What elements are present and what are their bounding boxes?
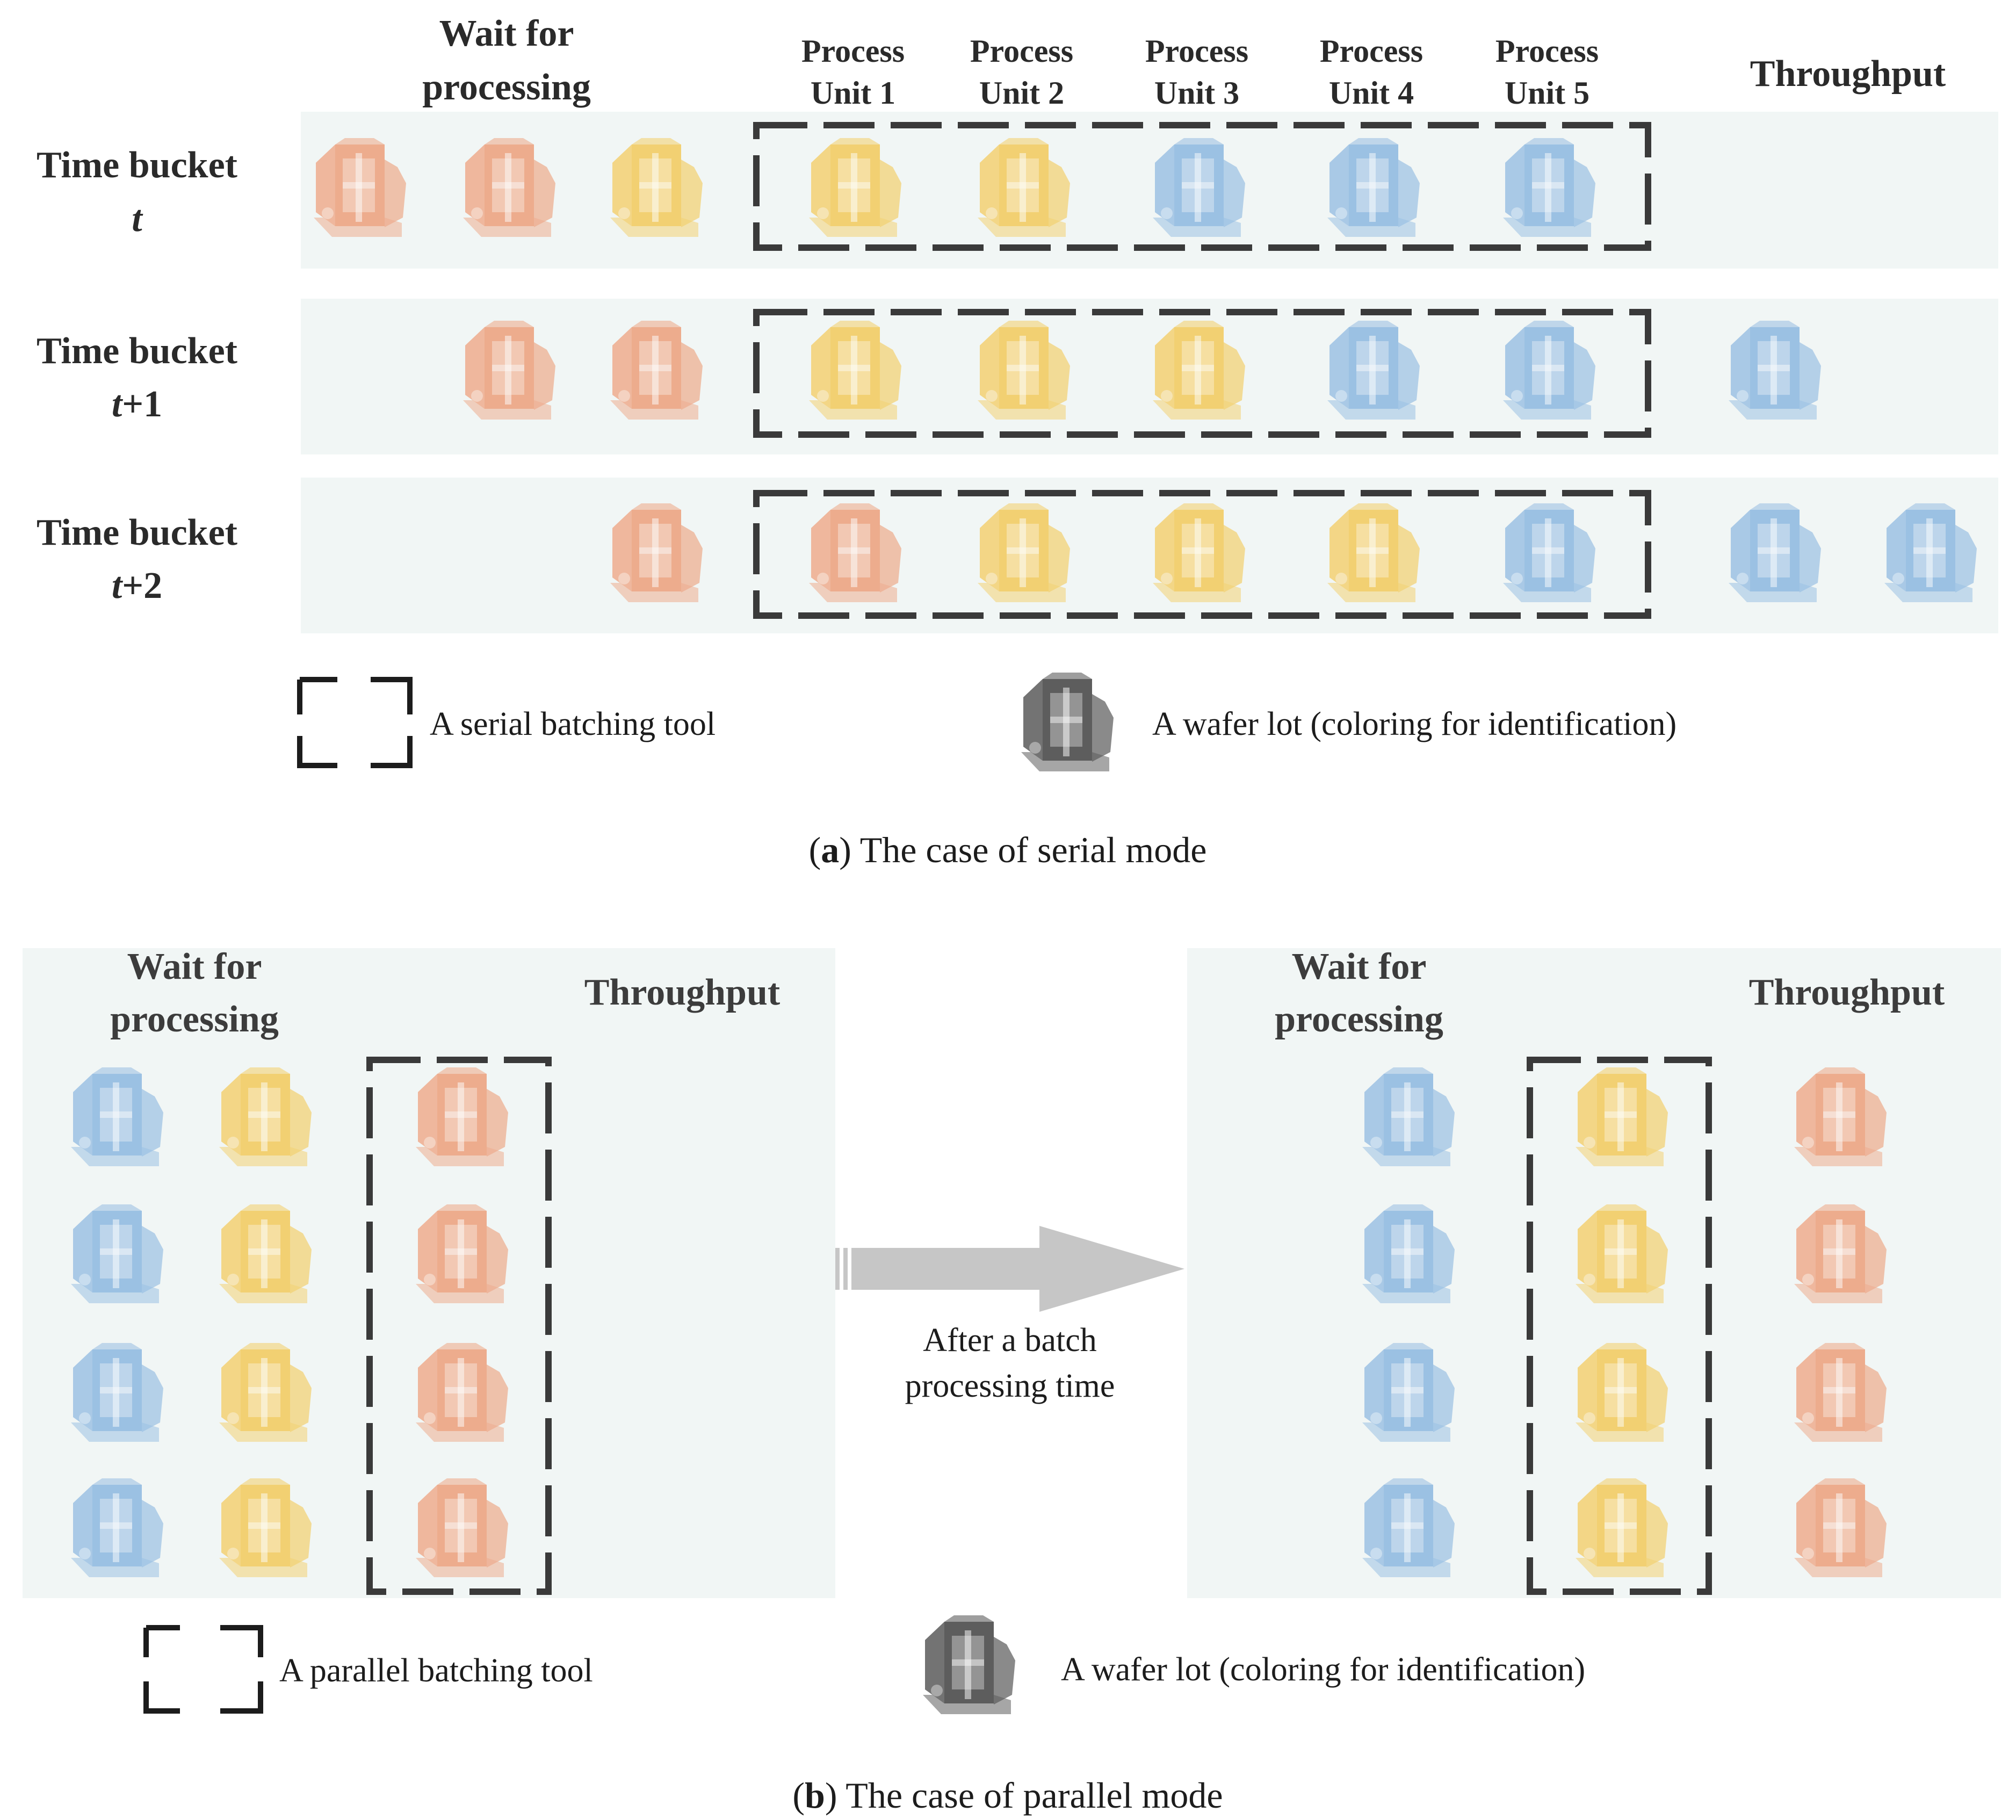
transition-arrow	[835, 1226, 1184, 1312]
parallel-right-wait-header-line2: processing	[1275, 999, 1443, 1040]
parallel-batching-tool-left	[366, 1057, 552, 1595]
parallel-left-wait-header-line1: Wait for	[127, 946, 262, 987]
row-label-t2: Time bucket	[37, 512, 237, 553]
serial-row-panel-t	[301, 112, 1998, 269]
caption-parallel: (b) The case of parallel mode	[792, 1775, 1223, 1816]
process-unit-5-header-line1: Process	[1495, 33, 1599, 69]
legend-parallel-tool-label: A parallel batching tool	[279, 1652, 593, 1689]
row-sub-t1: t+1	[112, 384, 162, 425]
serial-batching-tool-t2	[753, 490, 1651, 619]
caption-serial: (a) The case of serial mode	[809, 829, 1207, 870]
process-unit-4-header-line1: Process	[1320, 33, 1423, 69]
serial-throughput-header: Throughput	[1750, 53, 1946, 95]
legend-serial-tool-icon	[297, 677, 413, 768]
process-unit-2-header-line2: Unit 2	[979, 75, 1064, 111]
legend-serial-tool-label: A serial batching tool	[430, 706, 716, 742]
row-sub-t2: t+2	[112, 565, 162, 606]
process-unit-3-header-line2: Unit 3	[1154, 75, 1239, 111]
legend-serial-wafer-lot-icon	[1021, 673, 1114, 771]
parallel-right-throughput-header: Throughput	[1749, 972, 1945, 1013]
serial-batching-tool-t	[753, 122, 1651, 251]
serial-row-panel-t2	[301, 478, 1998, 633]
process-unit-1-header-line2: Unit 1	[811, 75, 895, 111]
row-label-t1: Time bucket	[37, 330, 237, 372]
parallel-right-wait-header-line1: Wait for	[1292, 946, 1427, 987]
serial-row-panel-t1	[301, 299, 1998, 454]
serial-wait-header-line2: processing	[422, 67, 591, 108]
process-unit-5-header-line2: Unit 5	[1505, 75, 1589, 111]
process-unit-4-header-line2: Unit 4	[1329, 75, 1414, 111]
legend-parallel-tool-icon	[143, 1625, 263, 1714]
legend-parallel-lot-label: A wafer lot (coloring for identification…	[1061, 1651, 1585, 1688]
serial-wait-header-line1: Wait for	[439, 13, 574, 54]
arrow-label-line2: processing time	[905, 1368, 1115, 1404]
row-sub-t: t	[132, 198, 143, 240]
process-unit-3-header-line1: Process	[1145, 33, 1248, 69]
arrow-label-line1: After a batch	[923, 1322, 1097, 1359]
parallel-left-throughput-header: Throughput	[584, 972, 780, 1013]
process-unit-1-header-line1: Process	[801, 33, 905, 69]
row-label-t: Time bucket	[37, 145, 237, 186]
legend-serial-lot-label: A wafer lot (coloring for identification…	[1152, 706, 1677, 742]
process-unit-2-header-line1: Process	[970, 33, 1073, 69]
legend-parallel-wafer-lot-icon	[923, 1615, 1015, 1714]
parallel-left-wait-header-line2: processing	[110, 999, 279, 1040]
serial-batching-tool-t1	[753, 309, 1651, 438]
parallel-batching-tool-right	[1527, 1057, 1712, 1595]
